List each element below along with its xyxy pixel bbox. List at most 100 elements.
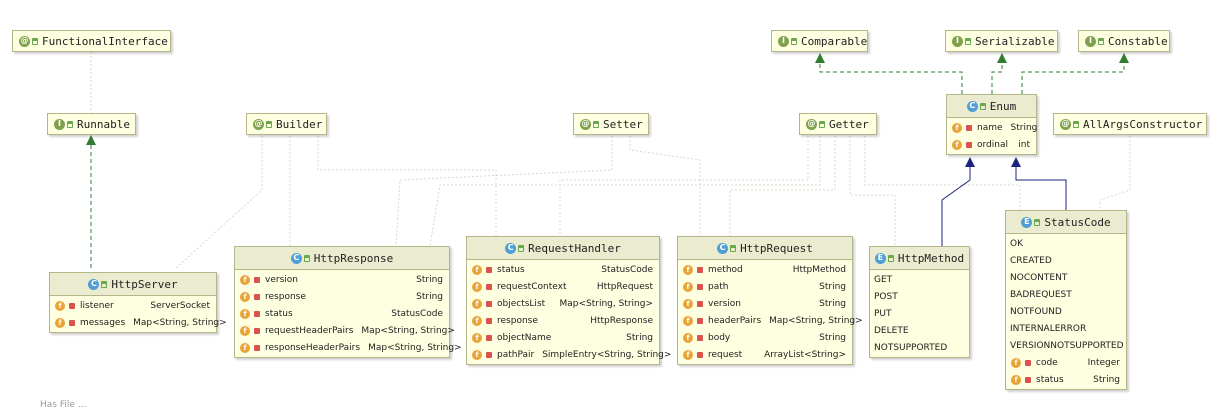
abstract-class-icon: C	[966, 100, 986, 112]
private-lock-icon	[486, 283, 492, 290]
annotation-builder[interactable]: @ Builder	[246, 113, 327, 135]
private-lock-icon	[486, 317, 492, 324]
field-icon: f	[55, 317, 65, 328]
annotation-runnable[interactable]: I Runnable	[47, 113, 136, 135]
field-name: version	[708, 298, 741, 309]
private-lock-icon	[486, 266, 492, 273]
annotation-serializable[interactable]: I Serializable	[945, 30, 1058, 52]
private-lock-icon	[69, 302, 75, 309]
footer-hint: Has File ...	[40, 400, 87, 410]
private-lock-icon	[254, 344, 260, 351]
annotation-label: Setter	[603, 117, 643, 131]
field-name: request	[708, 349, 743, 360]
class-title: HttpServer	[111, 277, 178, 291]
interface-label: Constable	[1108, 34, 1168, 48]
field-name: method	[708, 264, 743, 275]
field-type: String	[819, 332, 846, 343]
field-type: StatusCode	[601, 264, 653, 275]
field-name: messages	[80, 317, 126, 328]
field-type: HttpMethod	[792, 264, 846, 275]
constant-list: GET POST PUT DELETE NOTSUPPORTED	[870, 270, 969, 357]
field-type: ServerSocket	[150, 300, 210, 311]
private-lock-icon	[1025, 376, 1031, 383]
private-lock-icon	[69, 319, 75, 326]
private-lock-icon	[697, 266, 703, 273]
enum-icon: E	[1021, 216, 1041, 228]
field-type: Map<String, String>	[133, 317, 227, 328]
field-type: String	[819, 298, 846, 309]
field-type: Integer	[1087, 357, 1120, 368]
field-icon: f	[240, 291, 250, 302]
field-type: int	[1018, 139, 1030, 150]
annotation-setter[interactable]: @ Setter	[573, 113, 649, 135]
field-type: StatusCode	[391, 308, 443, 319]
annotation-label: FunctionalInterface	[42, 34, 168, 48]
field-type: Map<String, String>	[559, 298, 653, 309]
class-header: C Enum	[947, 95, 1036, 118]
interface-label: Comparable	[801, 34, 868, 48]
class-title: StatusCode	[1044, 215, 1111, 229]
class-icon: C	[88, 278, 108, 290]
private-lock-icon	[966, 141, 972, 148]
class-title: HttpMethod	[897, 251, 965, 265]
enum-constant: VERSIONNOTSUPPORTED	[1010, 340, 1124, 351]
interface-label: Serializable	[975, 34, 1055, 48]
field-icon: f	[472, 281, 482, 292]
field-row: f version String	[678, 295, 852, 312]
enum-http-method[interactable]: E HttpMethod GET POST PUT DELETE NOTSUPP…	[869, 246, 970, 358]
field-icon: f	[472, 349, 482, 360]
enum-status-code[interactable]: E StatusCode OK CREATED NOCONTENT BADREQ…	[1005, 210, 1127, 390]
field-icon: f	[472, 332, 482, 343]
private-lock-icon	[697, 283, 703, 290]
field-type: String	[626, 332, 653, 343]
enum-constant: DELETE	[874, 325, 909, 336]
field-name: requestHeaderPairs	[265, 325, 354, 336]
field-type: String	[1010, 122, 1038, 133]
class-header: C HttpRequest	[678, 237, 852, 260]
field-icon: f	[683, 349, 693, 360]
enum-constant: BADREQUEST	[1010, 289, 1072, 300]
annotation-all-args-constructor[interactable]: @ AllArgsConstructor	[1053, 113, 1207, 135]
enum-constant: PUT	[874, 308, 892, 319]
private-lock-icon	[966, 124, 972, 131]
field-icon: f	[1011, 357, 1021, 368]
field-icon: f	[952, 122, 962, 133]
field-type: String	[819, 281, 846, 292]
field-type: Map<String, String>	[368, 342, 462, 353]
private-lock-icon	[254, 293, 260, 300]
private-lock-icon	[697, 317, 703, 324]
field-icon: f	[683, 298, 693, 309]
field-icon: f	[240, 308, 250, 319]
field-icon: f	[683, 264, 693, 275]
interface-icon: I	[952, 35, 971, 47]
field-icon: f	[683, 281, 693, 292]
field-name: code	[1036, 357, 1058, 368]
field-name: body	[708, 332, 731, 343]
field-name: pathPair	[497, 349, 535, 360]
annotation-getter[interactable]: @ Getter	[799, 113, 877, 135]
annotation-constable[interactable]: I Constable	[1078, 30, 1170, 52]
field-name: status	[1036, 374, 1064, 385]
annotation-functional-interface[interactable]: @ FunctionalInterface	[12, 30, 171, 52]
field-type: String	[416, 274, 443, 285]
annotation-comparable[interactable]: I Comparable	[771, 30, 868, 52]
field-name: name	[977, 122, 1003, 133]
private-lock-icon	[254, 310, 260, 317]
field-name: status	[265, 308, 293, 319]
class-header: C HttpServer	[50, 273, 216, 296]
